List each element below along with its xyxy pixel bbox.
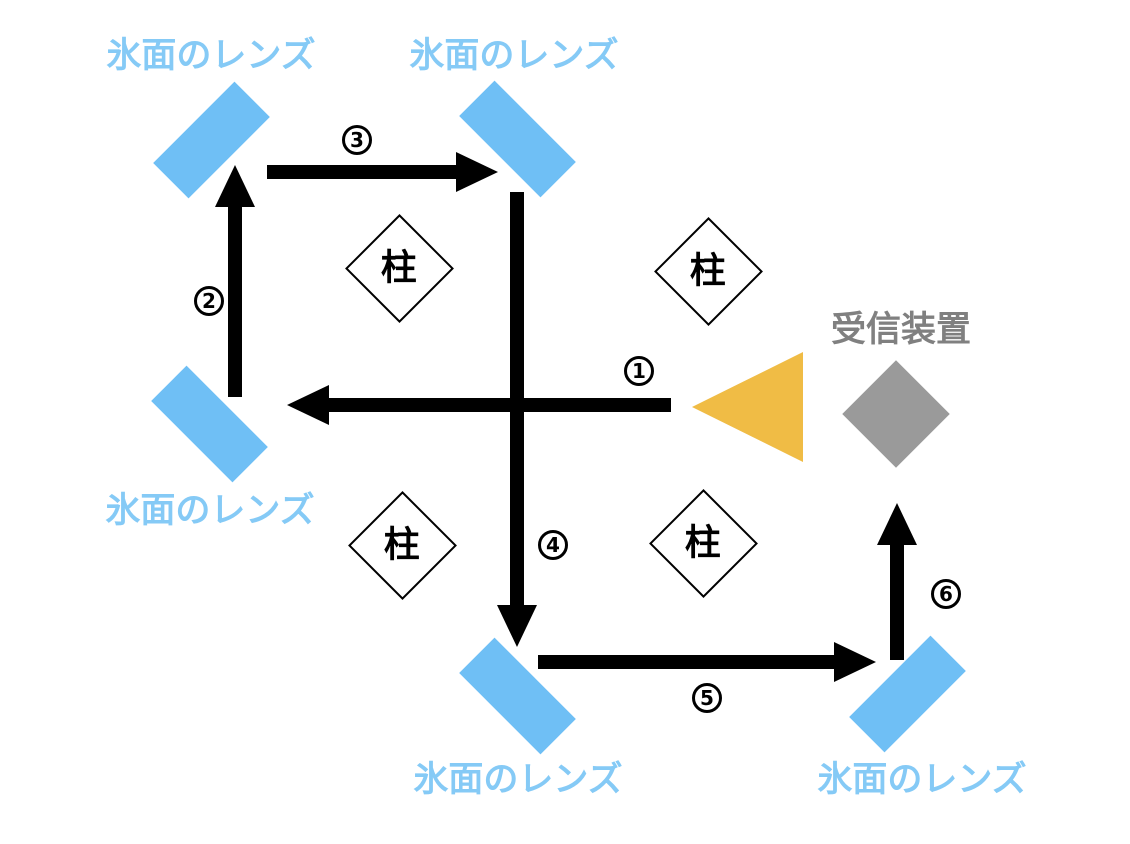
- pillar-diamond-top-right: 柱: [654, 217, 763, 326]
- arrow-6-shaft: [890, 545, 904, 660]
- arrow-3-number: 3: [342, 125, 372, 155]
- arrow-6-head-icon: [877, 503, 917, 545]
- ice-lens-label-middle-left: 氷面のレンズ: [105, 491, 315, 531]
- pillar-label: 柱: [685, 522, 722, 564]
- arrow-3-shaft: [267, 165, 456, 179]
- ice-lens-label-bottom-right: 氷面のレンズ: [817, 760, 1027, 800]
- beam-source-triangle: [692, 352, 803, 462]
- arrow-4-head-icon: [497, 605, 537, 647]
- pillar-diamond-bottom-right: 柱: [649, 489, 758, 598]
- ice-lens-label-bottom-middle: 氷面のレンズ: [413, 760, 623, 800]
- arrow-1-shaft: [329, 398, 671, 412]
- ice-lens-middle-left: [151, 365, 268, 483]
- arrow-5-head-icon: [834, 642, 876, 682]
- arrow-2-head-icon: [215, 165, 255, 207]
- arrow-1-head-icon: [287, 385, 329, 425]
- receiver-label: 受信装置: [830, 310, 972, 350]
- ice-lens-label-top-left: 氷面のレンズ: [106, 36, 316, 76]
- ice-lens-label-top-middle: 氷面のレンズ: [409, 36, 619, 76]
- receiver-diamond: [842, 360, 950, 468]
- arrow-2-number: 2: [194, 286, 224, 316]
- pillar-label: 柱: [381, 247, 418, 289]
- arrow-4-number: 4: [538, 530, 568, 560]
- pillar-label: 柱: [384, 524, 421, 566]
- pillar-label: 柱: [690, 250, 727, 292]
- arrow-2-shaft: [228, 207, 242, 397]
- arrow-3-head-icon: [456, 152, 498, 192]
- arrow-6-number: 6: [931, 579, 961, 609]
- arrow-5-number: 5: [692, 683, 722, 713]
- arrow-5-shaft: [538, 655, 834, 669]
- pillar-diamond-bottom-left: 柱: [348, 491, 457, 600]
- pillar-diamond-top-left: 柱: [345, 214, 454, 323]
- arrow-1-number: 1: [624, 356, 654, 386]
- arrow-4-shaft: [510, 192, 524, 605]
